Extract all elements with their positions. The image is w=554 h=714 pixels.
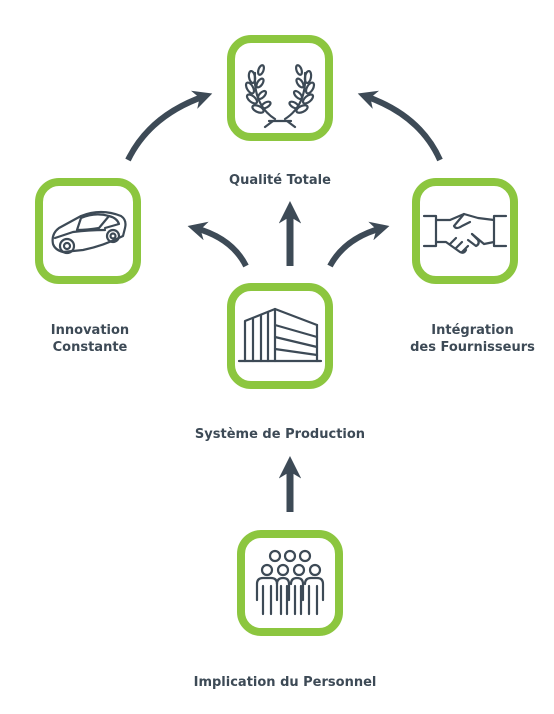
suppliers-label-line2: des Fournisseurs (410, 340, 535, 355)
node-quality (227, 35, 333, 141)
node-personnel-label: Implication du Personnel (193, 675, 377, 690)
node-production (227, 283, 333, 389)
arrow-suppliers-to-quality (357, 90, 443, 162)
node-quality-label: Qualité Totale (229, 173, 331, 188)
node-suppliers (412, 178, 518, 284)
laurel-wreath-icon (244, 64, 316, 129)
suppliers-label-line1: Intégration (431, 323, 514, 338)
node-production-label: Système de Production (194, 427, 366, 442)
factory-building-icon (237, 307, 323, 363)
people-group-icon (255, 549, 325, 616)
handshake-icon (422, 212, 508, 254)
node-suppliers-label: Intégration des Fournisseurs (395, 322, 550, 356)
car-icon (51, 210, 127, 255)
node-innovation-label: Innovation Constante (30, 322, 150, 356)
node-innovation (35, 178, 141, 284)
innovation-label-line2: Constante (52, 340, 128, 355)
arrow-production-to-suppliers (327, 221, 390, 268)
node-personnel (237, 530, 343, 636)
innovation-label-line1: Innovation (50, 323, 130, 338)
arrow-innovation-to-quality (125, 90, 213, 162)
arrow-production-to-innovation (187, 221, 249, 268)
